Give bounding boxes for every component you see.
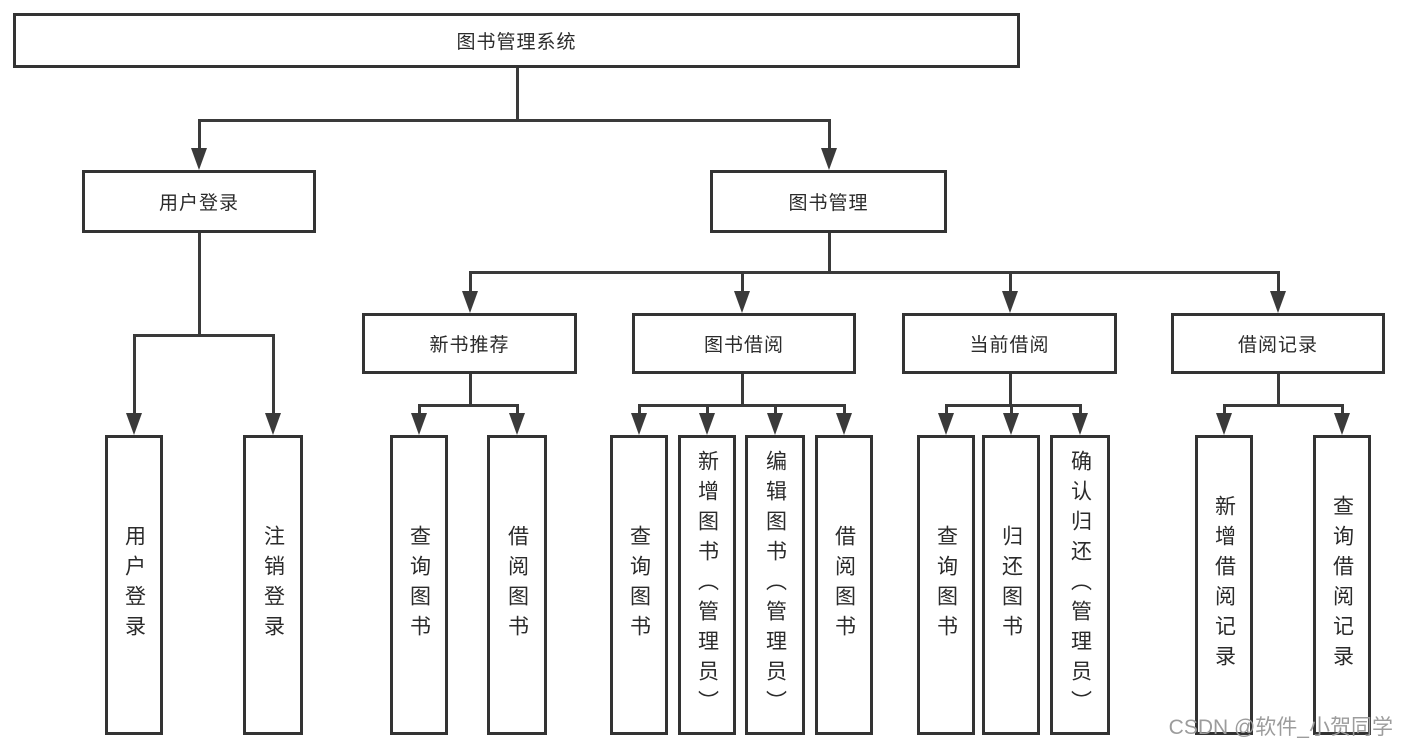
connector-current-borrowing-stem (1009, 374, 1012, 406)
arrow-down-icon (265, 413, 281, 435)
leaf-cb-query-books: 查询图书 (917, 435, 975, 735)
leaf-br-add-record-label: 新增借阅记录 (1212, 495, 1236, 675)
connector-drop-book-borrowing (741, 271, 744, 293)
node-current-borrowing: 当前借阅 (902, 313, 1117, 374)
connector-user-login-stem (198, 233, 201, 336)
arrow-down-icon (836, 413, 852, 435)
node-book-management-label: 图书管理 (788, 193, 869, 214)
arrow-down-icon (1003, 413, 1019, 435)
node-new-book-recommend: 新书推荐 (362, 313, 577, 374)
node-root: 图书管理系统 (13, 13, 1020, 68)
arrow-down-icon (126, 413, 142, 435)
leaf-cb-return-books: 归还图书 (982, 435, 1040, 735)
arrow-down-icon (734, 291, 750, 313)
connector-drop-user-login (198, 119, 201, 149)
connector-current-borrowing-rail (945, 404, 1082, 407)
node-borrow-records: 借阅记录 (1171, 313, 1385, 374)
csdn-watermark: CSDN @软件_小贺同学 (1168, 716, 1393, 739)
connector-drop-current-borrowing (1009, 271, 1012, 293)
connector-drop-cb-confirm (1079, 404, 1082, 415)
leaf-nbr-borrow-books-label: 借阅图书 (505, 525, 529, 645)
leaf-cb-confirm-return-admin-label: 确认归还（管理员） (1068, 450, 1092, 720)
connector-drop-nbr-borrow (516, 404, 519, 415)
leaf-bb-edit-books-admin-label: 编辑图书（管理员） (763, 450, 787, 720)
connector-user-login-rail (133, 334, 274, 337)
leaf-bb-add-books-admin-label: 新增图书（管理员） (695, 450, 719, 720)
node-book-borrowing: 图书借阅 (632, 313, 856, 374)
connector-drop-nbr-query (418, 404, 421, 415)
leaf-user-login-label: 用户登录 (122, 525, 146, 645)
arrow-down-icon (699, 413, 715, 435)
node-book-management: 图书管理 (710, 170, 947, 233)
connector-drop-borrow-records (1277, 271, 1280, 293)
arrow-down-icon (821, 148, 837, 170)
leaf-bb-edit-books-admin: 编辑图书（管理员） (745, 435, 805, 735)
connector-root-rail (198, 119, 831, 122)
leaf-bb-borrow-books: 借阅图书 (815, 435, 873, 735)
node-user-login: 用户登录 (82, 170, 316, 233)
leaf-bb-add-books-admin: 新增图书（管理员） (678, 435, 736, 735)
leaf-bb-borrow-books-label: 借阅图书 (832, 525, 856, 645)
connector-book-management-rail (469, 271, 1280, 274)
node-new-book-recommend-label: 新书推荐 (429, 335, 510, 356)
leaf-br-add-record: 新增借阅记录 (1195, 435, 1253, 735)
arrow-down-icon (1072, 413, 1088, 435)
arrow-down-icon (767, 413, 783, 435)
arrow-down-icon (462, 291, 478, 313)
connector-book-management-stem (828, 233, 831, 274)
node-current-borrowing-label: 当前借阅 (969, 335, 1050, 356)
arrow-down-icon (631, 413, 647, 435)
connector-drop-cb-return (1010, 404, 1013, 415)
leaf-logout-label: 注销登录 (261, 525, 285, 645)
connector-new-book-recommend-stem (469, 374, 472, 406)
arrow-down-icon (411, 413, 427, 435)
connector-drop-br-add (1223, 404, 1226, 415)
connector-borrow-records-rail (1223, 404, 1344, 407)
connector-drop-bb-edit (774, 404, 777, 415)
connector-book-borrowing-rail (638, 404, 846, 407)
leaf-user-login: 用户登录 (105, 435, 163, 735)
connector-new-book-recommend-rail (418, 404, 519, 407)
leaf-nbr-query-books-label: 查询图书 (407, 525, 431, 645)
arrow-down-icon (1002, 291, 1018, 313)
leaf-logout: 注销登录 (243, 435, 303, 735)
node-root-label: 图书管理系统 (456, 32, 577, 53)
arrow-down-icon (191, 148, 207, 170)
connector-drop-bb-add (706, 404, 709, 415)
leaf-cb-return-books-label: 归还图书 (999, 525, 1023, 645)
arrow-down-icon (1216, 413, 1232, 435)
leaf-cb-confirm-return-admin: 确认归还（管理员） (1050, 435, 1110, 735)
arrow-down-icon (938, 413, 954, 435)
connector-drop-br-query (1341, 404, 1344, 415)
connector-drop-bb-borrow (843, 404, 846, 415)
node-borrow-records-label: 借阅记录 (1237, 335, 1318, 356)
connector-drop-book-management (828, 119, 831, 149)
leaf-bb-query-books: 查询图书 (610, 435, 668, 735)
connector-drop-new-book-recommend (469, 271, 472, 293)
leaf-bb-query-books-label: 查询图书 (627, 525, 651, 645)
connector-borrow-records-stem (1277, 374, 1280, 406)
arrow-down-icon (1334, 413, 1350, 435)
connector-drop-leaf-logout (272, 334, 275, 414)
leaf-cb-query-books-label: 查询图书 (934, 525, 958, 645)
connector-drop-bb-query (638, 404, 641, 415)
leaf-br-query-record-label: 查询借阅记录 (1330, 495, 1354, 675)
connector-drop-leaf-user-login (133, 334, 136, 414)
leaf-nbr-query-books: 查询图书 (390, 435, 448, 735)
node-book-borrowing-label: 图书借阅 (703, 335, 784, 356)
arrow-down-icon (1270, 291, 1286, 313)
connector-root-stem (516, 68, 519, 122)
connector-drop-cb-query (945, 404, 948, 415)
connector-book-borrowing-stem (741, 374, 744, 406)
leaf-br-query-record: 查询借阅记录 (1313, 435, 1371, 735)
leaf-nbr-borrow-books: 借阅图书 (487, 435, 547, 735)
arrow-down-icon (509, 413, 525, 435)
node-user-login-label: 用户登录 (158, 193, 239, 214)
